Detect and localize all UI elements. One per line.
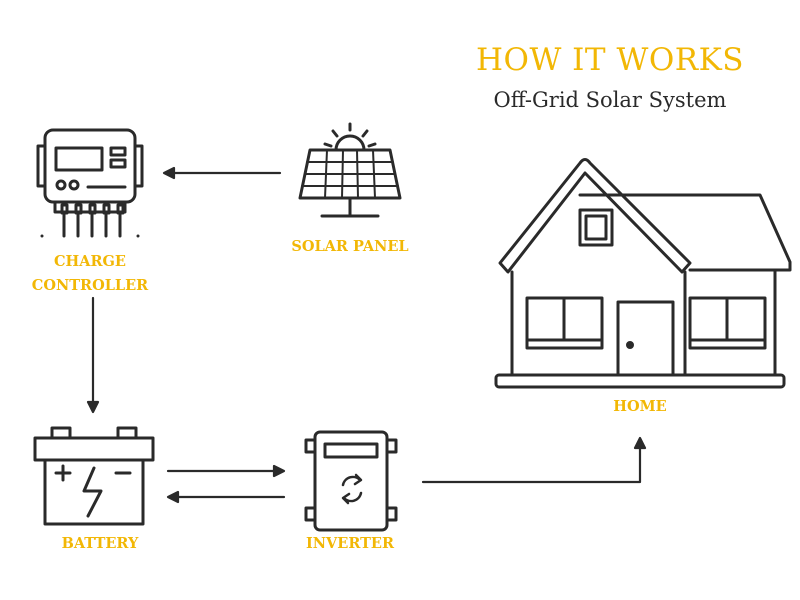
home-label: HOME <box>613 398 667 415</box>
solar-panel-icon <box>298 122 402 218</box>
inverter-icon <box>304 430 398 532</box>
arrow-controller-to-battery <box>86 296 100 414</box>
charge-controller-label-line2: CONTROLLER <box>31 277 149 294</box>
battery-icon <box>33 426 155 526</box>
inverter-label: INVERTER <box>305 535 395 552</box>
arrow-solar-to-controller <box>162 166 282 180</box>
charge-controller-label: CHARGE CONTROLLER <box>20 250 160 298</box>
arrow-inverter-to-battery <box>166 490 286 504</box>
arrow-inverter-to-home <box>421 436 647 484</box>
charge-controller-label-line1: CHARGE <box>54 253 126 270</box>
charge-controller-icon <box>36 128 144 238</box>
solar-panel-label: SOLAR PANEL <box>291 238 409 255</box>
diagram-subtitle: Off-Grid Solar System <box>493 88 727 112</box>
battery-label: BATTERY <box>61 535 139 552</box>
arrow-battery-to-inverter <box>166 464 286 478</box>
diagram-title: HOW IT WORKS <box>476 42 744 78</box>
house-icon <box>494 158 792 389</box>
